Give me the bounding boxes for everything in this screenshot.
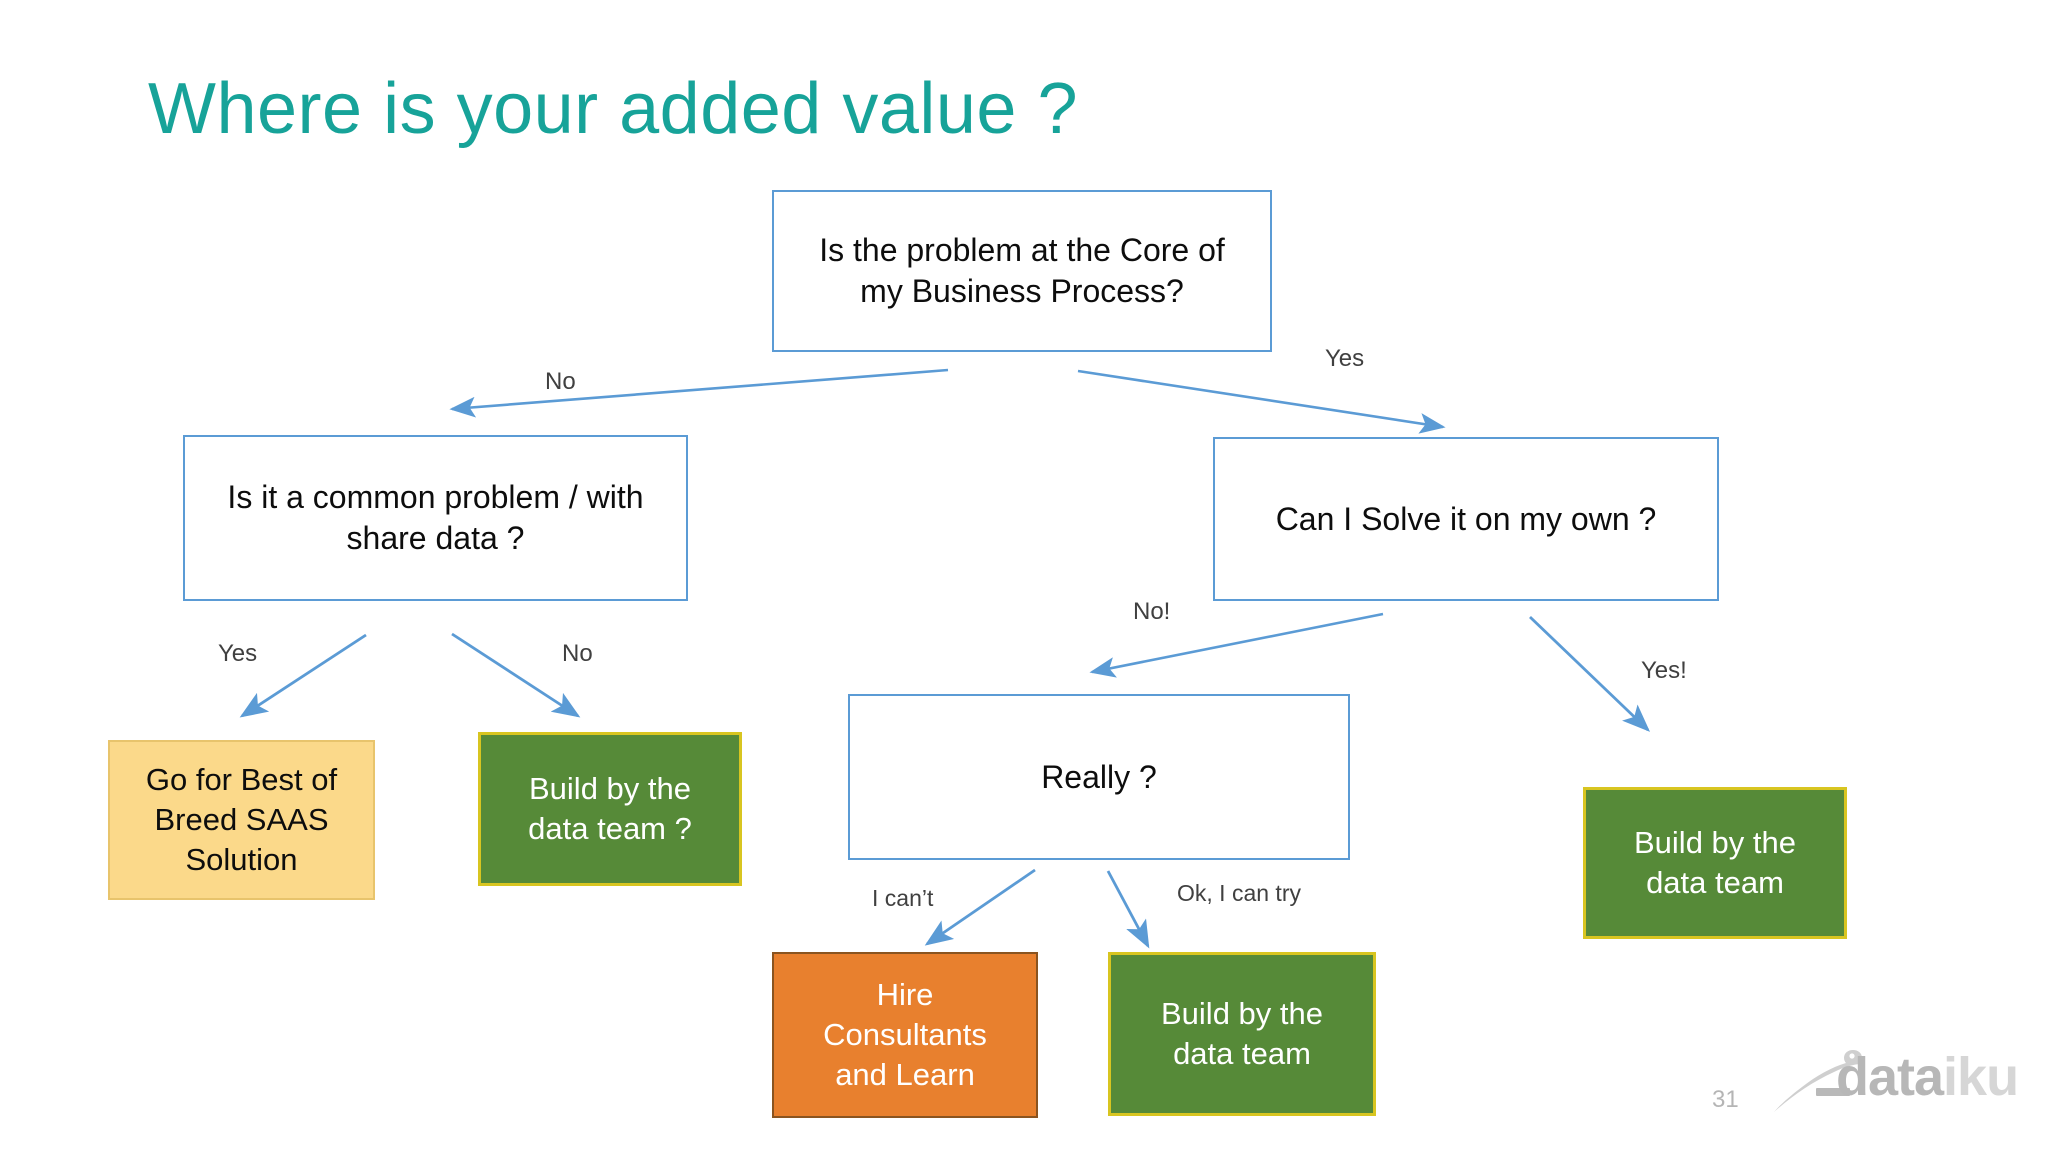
arrow-left-no (451, 632, 581, 718)
node-really-question[interactable]: Really ? (848, 694, 1350, 860)
node-right-question[interactable]: Can I Solve it on my own ? (1213, 437, 1719, 601)
arrow-left-yes (239, 633, 367, 718)
dataiku-logo: dataiku (1772, 1042, 2019, 1118)
edge-label-right-no: No! (1133, 598, 1171, 625)
edge-label-root-no: No (545, 368, 576, 395)
edge-label-root-yes: Yes (1325, 345, 1365, 372)
logo-text-data: data (1836, 1047, 1944, 1107)
page-title: Where is your added value ? (148, 69, 1079, 149)
node-root-question[interactable]: Is the problem at the Core of my Busines… (772, 190, 1272, 352)
node-build-team-middle[interactable]: Build by the data team (1108, 952, 1376, 1116)
edge-label-left-no: No (562, 640, 593, 667)
arrow-really-try (1106, 870, 1150, 949)
arrow-really-cant (924, 868, 1036, 946)
arrow-root-yes (1077, 369, 1446, 434)
page-number: 31 (1712, 1086, 1739, 1113)
edge-label-really-cant: I can’t (872, 885, 934, 911)
node-saas-outcome[interactable]: Go for Best of Breed SAAS Solution (108, 740, 375, 900)
node-left-question[interactable]: Is it a common problem / with share data… (183, 435, 688, 601)
arrow-right-yes (1529, 615, 1651, 732)
dataiku-bird-icon (1774, 1050, 1862, 1112)
edge-label-right-yes: Yes! (1641, 657, 1687, 684)
node-hire-consultants[interactable]: Hire Consultants and Learn (772, 952, 1038, 1118)
arrow-root-no (449, 368, 949, 418)
node-build-team-right[interactable]: Build by the data team (1583, 787, 1847, 939)
logo-text-iku: iku (1943, 1047, 2019, 1107)
node-build-team-left[interactable]: Build by the data team ? (478, 732, 742, 886)
edge-label-left-yes: Yes (218, 640, 258, 667)
edge-label-really-try: Ok, I can try (1177, 880, 1301, 906)
dataiku-wordmark: dataiku (1836, 1046, 2019, 1108)
